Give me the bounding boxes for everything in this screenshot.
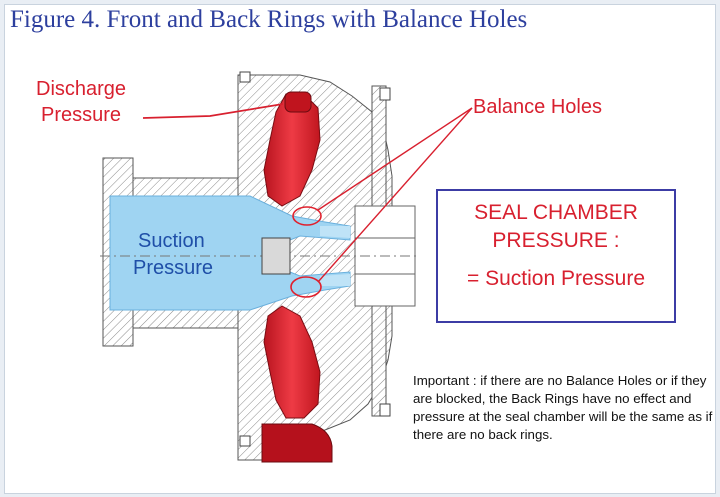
impeller-upper-discharge (263, 93, 321, 207)
balance-holes-label: Balance Holes (473, 96, 602, 118)
discharge-outlet (284, 91, 312, 113)
bolt-head (239, 435, 251, 447)
balance-holes-leader-lower (317, 107, 473, 283)
back-ring-passage-upper (320, 226, 350, 238)
bolt-head (239, 71, 251, 83)
volute-bottom (261, 423, 333, 463)
impeller-nut (261, 237, 291, 275)
balance-hole-upper (292, 206, 322, 226)
bolt-head (379, 87, 391, 101)
impeller-lower-discharge (263, 305, 321, 419)
figure-title: Figure 4. Front and Back Rings with Bala… (10, 6, 528, 33)
balance-hole-lower (290, 276, 322, 298)
seal-chamber-pressure-box: SEAL CHAMBER PRESSURE : = Suction Pressu… (436, 189, 676, 323)
discharge-label-line2: Pressure (41, 104, 122, 126)
important-note: Important : if there are no Balance Hole… (413, 373, 713, 442)
discharge-leader-line (142, 103, 284, 119)
bolt-head (379, 403, 391, 417)
suction-nozzle-upper-wall (132, 177, 246, 197)
back-ring-passage-lower (320, 274, 350, 286)
discharge-label-line1: Discharge (36, 78, 127, 100)
balance-holes-leader-upper (317, 107, 473, 211)
suction-nozzle-lower-wall (132, 309, 246, 329)
seal-box-line3: = Suction Pressure (466, 267, 645, 290)
seal-box-line2: PRESSURE : (492, 229, 620, 252)
suction-label-line2: Pressure (133, 257, 214, 279)
suction-label-line1: Suction (138, 230, 205, 252)
seal-box-line1: SEAL CHAMBER (474, 201, 638, 224)
